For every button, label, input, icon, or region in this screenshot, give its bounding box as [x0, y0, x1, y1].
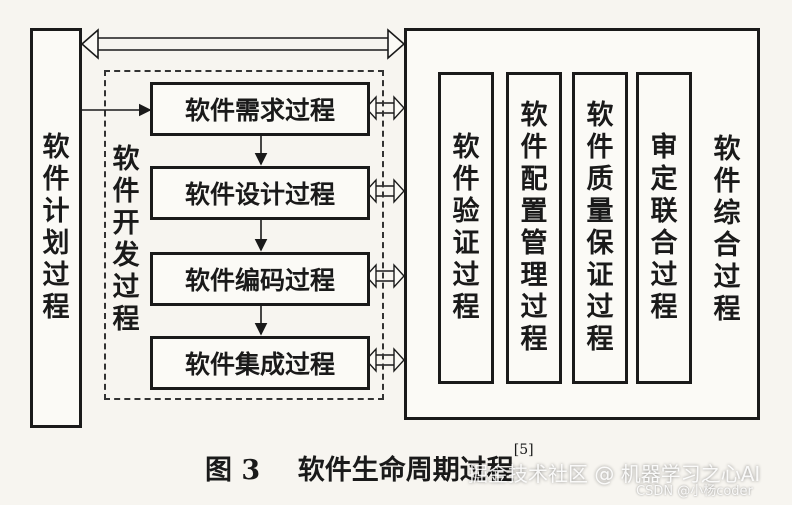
figure-title: 软件生命周期过程 [297, 455, 514, 486]
requirements-process-label: 软件需求过程 [184, 96, 335, 125]
certification-liaison-process-box [636, 72, 692, 384]
integration-process-box [150, 336, 370, 390]
integration-process-label: 软件集成过程 [184, 350, 335, 379]
quality-assurance-process-label: 软件质量保证过程 [586, 100, 614, 355]
figure-label: 图 3 [205, 455, 261, 486]
certification-liaison-process-label: 审定联合过程 [650, 132, 678, 323]
watermark-text: 掘金技术社区 @ 机器学习之心AI [468, 462, 761, 486]
figure-reference: [5] [513, 442, 534, 458]
planning-process-label: 软件计划过程 [42, 132, 70, 323]
figure-caption: 图 3 软件生命周期过程[5] [205, 442, 534, 487]
development-group-frame [104, 70, 384, 400]
quality-assurance-process-box [572, 72, 628, 384]
planning-integral-double-arrow [80, 28, 406, 60]
development-group-label: 软件开发过程 [112, 144, 140, 335]
watermark-sub-text: CSDN @小杨coder [636, 484, 753, 499]
config-management-process-label: 软件配置管理过程 [520, 100, 548, 355]
design-process-box [150, 166, 370, 220]
integral-process-label: 软件综合过程 [713, 134, 741, 325]
config-management-process-box [506, 72, 562, 384]
coding-process-box [150, 252, 370, 306]
planning-process-box [30, 28, 82, 428]
design-process-label: 软件设计过程 [184, 180, 335, 209]
verification-process-label: 软件验证过程 [452, 132, 480, 323]
coding-process-label: 软件编码过程 [184, 266, 335, 295]
requirements-process-box [150, 82, 370, 136]
verification-process-box [438, 72, 494, 384]
